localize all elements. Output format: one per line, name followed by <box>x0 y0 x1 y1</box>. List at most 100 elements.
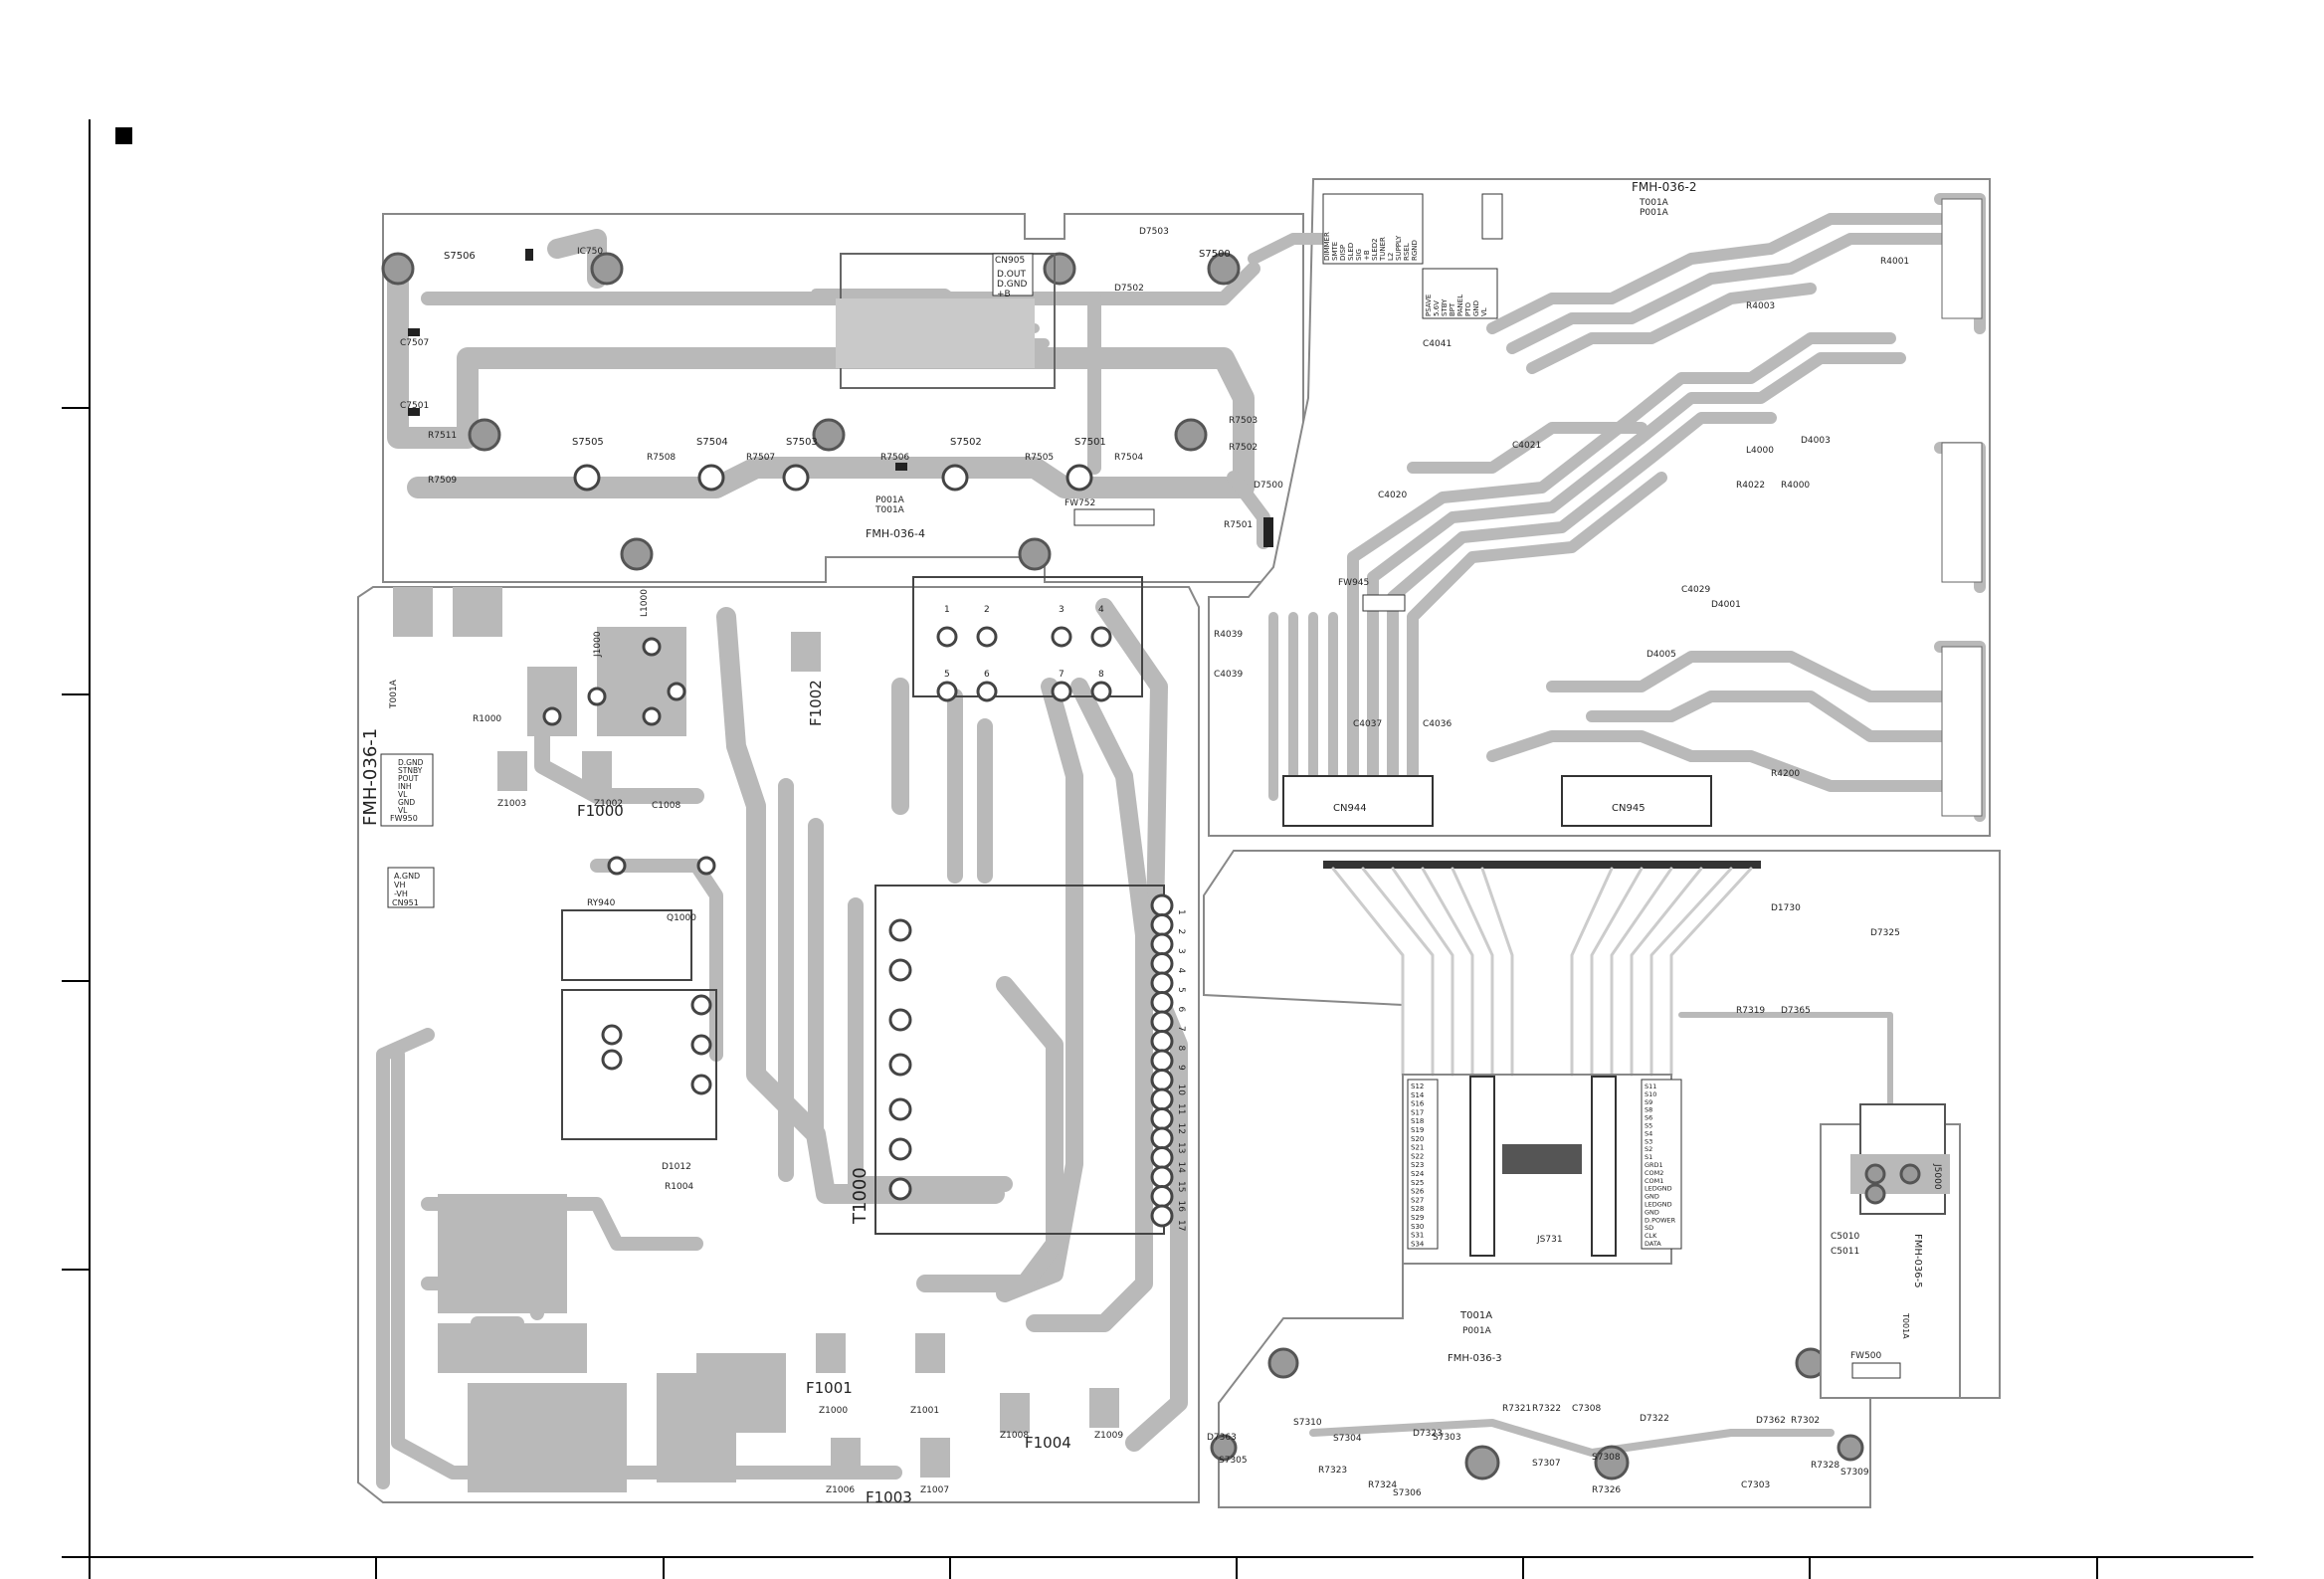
svg-text:S7501: S7501 <box>1074 437 1106 448</box>
svg-text:R7511: R7511 <box>428 431 457 441</box>
svg-text:JS731: JS731 <box>1536 1235 1563 1245</box>
relay-pin-label: 7 <box>1059 670 1065 680</box>
svg-text:Z1002: Z1002 <box>594 799 623 809</box>
relay-pin-label: 6 <box>984 670 990 680</box>
t1000-pin <box>1150 971 1174 995</box>
cn944-pin-label: SMTE <box>1331 242 1339 261</box>
cn951-pin-label: A.GND <box>394 872 420 881</box>
cn945-header <box>1561 775 1712 827</box>
svg-text:R7323: R7323 <box>1318 1466 1347 1476</box>
t1000-pin-label: 5 <box>1176 987 1186 993</box>
t1000-primary-pad <box>888 958 912 982</box>
svg-text:F1003: F1003 <box>866 1488 912 1506</box>
corner-marker <box>115 127 132 144</box>
svg-text:F1001: F1001 <box>806 1379 853 1397</box>
t1000-pin-label: 4 <box>1176 968 1186 974</box>
svg-text:R7509: R7509 <box>428 476 457 486</box>
svg-text:R7502: R7502 <box>1229 443 1258 453</box>
cn945-pin-label: PANEL <box>1456 295 1464 316</box>
svg-text:D7363: D7363 <box>1207 1433 1237 1443</box>
t1000-pin-label: 13 <box>1176 1142 1186 1153</box>
t1000-pin <box>1150 952 1174 975</box>
cn905-pin-3: +B <box>997 290 1011 299</box>
svg-text:C4041: C4041 <box>1423 339 1452 349</box>
t1000-pin-label: 17 <box>1176 1220 1186 1231</box>
svg-text:C7303: C7303 <box>1741 1480 1770 1490</box>
page-frame <box>62 119 2253 1579</box>
t1000-pin-label: 12 <box>1176 1123 1186 1134</box>
t1000-pin-label: 9 <box>1176 1065 1186 1071</box>
t1000-primary-pad <box>888 1137 912 1161</box>
svg-text:FW752: FW752 <box>1065 498 1095 508</box>
fw950-pin-label: POUT <box>398 774 419 783</box>
svg-text:F1000: F1000 <box>577 802 624 820</box>
relay-pin <box>1051 681 1072 702</box>
t1000-pin-label: 10 <box>1176 1085 1186 1096</box>
svg-text:S7310: S7310 <box>1293 1418 1322 1428</box>
svg-text:D7503: D7503 <box>1139 227 1169 237</box>
board-fmh-036-3: JS731 S12S14S16S17S18S19S20S21S22S23S24S… <box>1203 850 2001 1508</box>
cn731-right-pin-label: S2 <box>1645 1145 1652 1153</box>
fmh4-t001a: T001A <box>874 505 905 515</box>
cn731-left-pin-label: S25 <box>1411 1179 1424 1187</box>
cn731-left-pin-label: S22 <box>1411 1152 1424 1160</box>
cn944-pin-label: DISP <box>1339 245 1347 261</box>
fmh3-p001a: P001A <box>1462 1326 1492 1336</box>
cn731-left-pin-label: S27 <box>1411 1196 1424 1204</box>
cn945-pin-label: PSAVE <box>1425 295 1433 316</box>
t1000-primary-pad <box>888 1177 912 1201</box>
t1000-pin <box>1150 1069 1174 1091</box>
svg-text:R7326: R7326 <box>1592 1485 1621 1495</box>
svg-text:F1002: F1002 <box>807 680 825 726</box>
svg-text:D7325: D7325 <box>1870 928 1900 938</box>
cn731-right-pin-label: GRD1 <box>1645 1161 1663 1169</box>
fmh4-p001a: P001A <box>875 495 905 505</box>
svg-text:T1000: T1000 <box>850 1167 871 1225</box>
cn731-left-pin-label: S28 <box>1411 1205 1424 1213</box>
t1000-pin-label: 7 <box>1176 1026 1186 1032</box>
svg-text:R7503: R7503 <box>1229 416 1258 426</box>
cn731-left-pin-label: S23 <box>1411 1161 1424 1169</box>
cn731-right-pin-label: S6 <box>1645 1114 1652 1122</box>
relay-pin <box>936 626 958 648</box>
cn731-right-pin-label: S1 <box>1645 1153 1652 1161</box>
fw950-pin-label: INH <box>398 782 411 791</box>
svg-text:S7307: S7307 <box>1532 1459 1561 1469</box>
svg-text:RY940: RY940 <box>587 898 616 908</box>
svg-text:C1008: C1008 <box>652 801 680 811</box>
t1000-pin-label: 8 <box>1176 1046 1186 1052</box>
svg-text:FW950: FW950 <box>390 814 418 823</box>
cn905-pin-2: D.GND <box>997 280 1027 290</box>
cn945-pin-label: VL <box>1480 307 1488 316</box>
t1000-primary-pad <box>888 1097 912 1121</box>
fw950-pin-label: GND <box>398 798 415 807</box>
board-1-label: FMH-036-1 <box>360 728 381 826</box>
t1000-pin-label: 15 <box>1176 1181 1186 1192</box>
svg-text:D7323: D7323 <box>1413 1429 1443 1439</box>
svg-text:Z1008: Z1008 <box>1000 1431 1029 1441</box>
t1000-pin <box>1150 1185 1174 1208</box>
cn731-left-pin-label: S18 <box>1411 1117 1424 1125</box>
svg-text:Z1003: Z1003 <box>497 799 526 809</box>
svg-text:C4039: C4039 <box>1214 670 1243 680</box>
svg-text:C4036: C4036 <box>1423 719 1452 729</box>
svg-text:CN951: CN951 <box>392 898 419 907</box>
svg-text:C5010: C5010 <box>1831 1232 1859 1242</box>
t1000-pin <box>1150 893 1174 917</box>
svg-text:D4005: D4005 <box>1646 650 1676 660</box>
svg-text:L1000: L1000 <box>640 589 650 617</box>
svg-text:C4021: C4021 <box>1512 441 1541 451</box>
svg-text:C7308: C7308 <box>1572 1404 1601 1414</box>
svg-text:Z1000: Z1000 <box>819 1406 848 1416</box>
svg-text:D7322: D7322 <box>1640 1414 1669 1424</box>
cn944-pin-label: SIG <box>1355 249 1363 261</box>
fw950-pin-label: VL <box>398 806 408 815</box>
cn731-left-pin-label: S17 <box>1411 1108 1424 1116</box>
cn731-left-pin-label: S29 <box>1411 1214 1424 1222</box>
cn944-pin-label: SLED <box>1347 243 1355 261</box>
cn944-pin-label: +B <box>1363 250 1371 261</box>
cn951-pin-label: VH <box>394 881 406 889</box>
cn945-pin-label: STBY <box>1441 298 1449 316</box>
